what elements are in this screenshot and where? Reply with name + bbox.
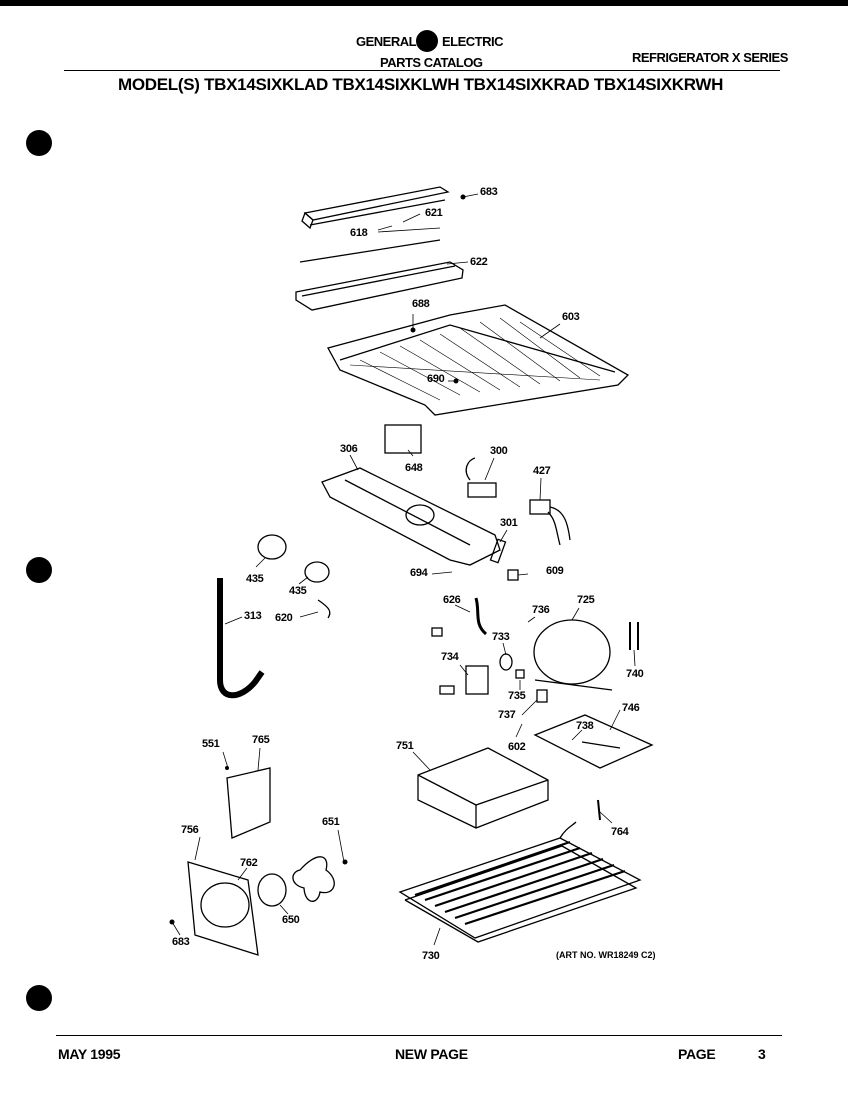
punch-hole-middle: [26, 557, 52, 583]
part-label-735: 735: [508, 690, 526, 702]
part-label-733: 733: [492, 631, 510, 643]
brand-electric: ELECTRIC: [442, 34, 504, 49]
footer-date: MAY 1995: [58, 1046, 121, 1062]
part-label-764: 764: [611, 826, 629, 838]
part-label-551: 551: [202, 738, 220, 750]
plate-part-746: [533, 714, 654, 769]
part-label-737: 737: [498, 709, 516, 721]
part-label-688: 688: [412, 298, 430, 310]
part-label-300: 300: [490, 445, 508, 457]
part-label-736: 736: [532, 604, 550, 616]
block-part-648: [384, 424, 422, 454]
part-label-626: 626: [443, 594, 461, 606]
compressor-725: [533, 619, 611, 685]
part-735: [515, 669, 525, 679]
part-label-651: 651: [322, 816, 340, 828]
top-border: [0, 0, 848, 6]
part-label-435-socket: 435: [289, 585, 307, 597]
part-label-765: 765: [252, 734, 270, 746]
art-number: (ART NO. WR18249 C2): [556, 950, 656, 960]
cover-part-765: [226, 767, 271, 839]
part-label-690: 690: [427, 373, 445, 385]
part-626: [474, 597, 488, 636]
footer-new-page: NEW PAGE: [395, 1046, 468, 1062]
part-label-683-lower: 683: [172, 936, 190, 948]
channel-part-622: [295, 261, 464, 311]
drain-pan-751: [417, 747, 549, 829]
rod-part: [299, 239, 441, 263]
punch-hole-bottom: [26, 985, 52, 1011]
ge-logo: [416, 30, 438, 52]
part-620: [317, 599, 331, 619]
socket-part-435: [304, 561, 330, 583]
part-label-740: 740: [626, 668, 644, 680]
part-label-683: 683: [480, 186, 498, 198]
series-title: REFRIGERATOR X SERIES: [632, 50, 788, 65]
part-label-650: 650: [282, 914, 300, 926]
part-label-762: 762: [240, 857, 258, 869]
part-737: [536, 689, 548, 703]
part-label-648: 648: [405, 462, 423, 474]
brand-header: GENERAL ELECTRIC: [0, 30, 848, 54]
part-740: [629, 622, 639, 650]
fan-motor-650: [257, 873, 287, 907]
part-301: [489, 538, 507, 564]
fan-shroud-756: [187, 861, 259, 956]
part-label-622: 622: [470, 256, 488, 268]
fan-blade-651: [292, 856, 335, 902]
header-rule: [64, 70, 780, 71]
part-label-618: 618: [350, 227, 368, 239]
drain-tube-313: [217, 578, 265, 699]
brand-general: GENERAL: [356, 34, 417, 49]
part-label-301: 301: [500, 517, 518, 529]
part-label-620: 620: [275, 612, 293, 624]
part-label-730: 730: [422, 950, 440, 962]
part-734: [465, 665, 489, 695]
part-label-602: 602: [508, 741, 526, 753]
part-label-603: 603: [562, 311, 580, 323]
part-label-435-bulb: 435: [246, 573, 264, 585]
part-733: [499, 653, 513, 671]
part-label-738: 738: [576, 720, 594, 732]
punch-hole-top: [26, 130, 52, 156]
model-list: MODEL(S) TBX14SIXKLAD TBX14SIXKLWH TBX14…: [118, 75, 724, 94]
part-label-306: 306: [340, 443, 358, 455]
part-label-427: 427: [533, 465, 551, 477]
bulb-part-435: [257, 534, 287, 560]
part-label-725: 725: [577, 594, 595, 606]
switch-part-300: [467, 482, 497, 498]
footer-page-number: 3: [758, 1046, 766, 1062]
part-label-621: 621: [425, 207, 443, 219]
part-609: [507, 569, 519, 581]
footer-page-label: PAGE: [678, 1046, 716, 1062]
part-label-313: 313: [244, 610, 262, 622]
shelf-part-603: [327, 304, 630, 416]
relay-part-427: [529, 499, 551, 515]
condenser-coil-730: [398, 821, 642, 943]
part-label-756: 756: [181, 824, 199, 836]
part-label-609: 609: [546, 565, 564, 577]
catalog-title: PARTS CATALOG: [380, 55, 483, 70]
part-label-746: 746: [622, 702, 640, 714]
part-764: [597, 799, 601, 821]
part-label-734: 734: [441, 651, 459, 663]
part-label-751: 751: [396, 740, 414, 752]
footer-rule: [56, 1035, 782, 1036]
part-label-694: 694: [410, 567, 428, 579]
housing-part-306: [321, 467, 501, 566]
